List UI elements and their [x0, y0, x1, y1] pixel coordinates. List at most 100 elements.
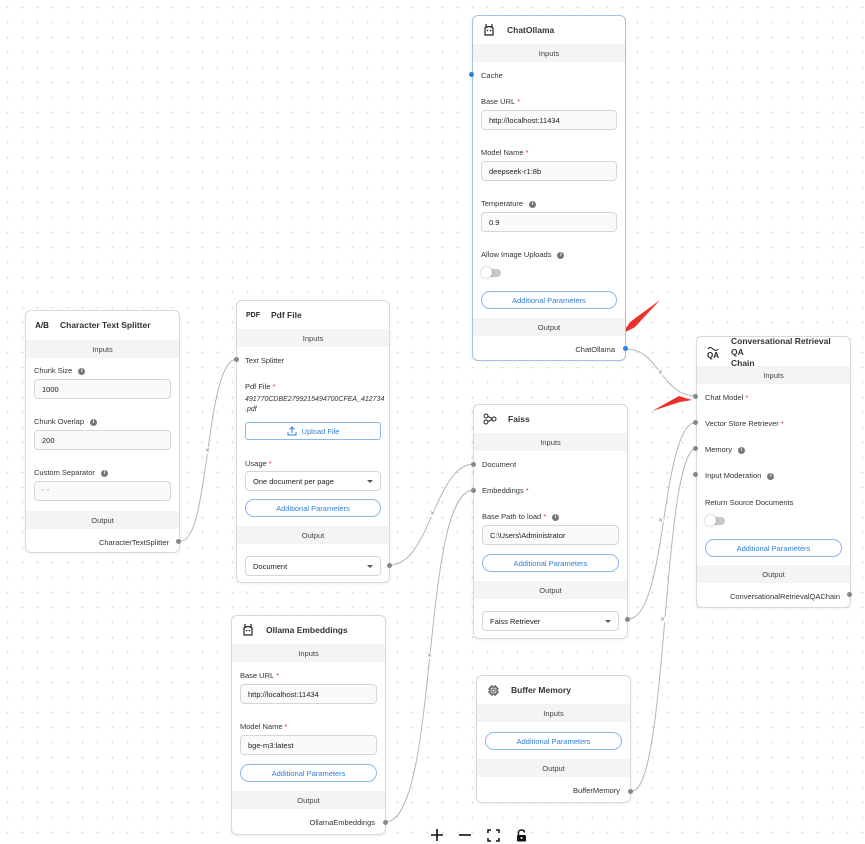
edge-delete-marker[interactable]: × [657, 369, 664, 376]
output-handle[interactable] [387, 563, 392, 568]
node-header[interactable]: Faiss [474, 405, 627, 433]
buffer-memory-node[interactable]: Buffer Memory Inputs Additional Paramete… [476, 675, 631, 803]
node-header[interactable]: Ollama Embeddings [232, 616, 385, 644]
additional-parameters-button[interactable]: Additional Parameters [705, 539, 842, 557]
output-band: Output [26, 511, 179, 529]
output-select[interactable]: Faiss Retriever [482, 611, 619, 631]
chevron-down-icon [367, 479, 373, 483]
temperature-input[interactable]: 0.9 [481, 212, 617, 232]
zoom-out-icon[interactable] [456, 826, 474, 844]
base-path-input[interactable]: C:\Users\Administrator [482, 525, 619, 545]
output-handle[interactable] [628, 789, 633, 794]
return-source-documents-toggle[interactable] [705, 515, 725, 526]
base-path-label: Base Path to load*i [482, 512, 560, 521]
zoom-in-icon[interactable] [428, 826, 446, 844]
toggle-knob [705, 515, 716, 526]
additional-parameters-button[interactable]: Additional Parameters [482, 554, 619, 572]
chunk-overlap-input[interactable]: 200 [34, 430, 171, 450]
edge-delete-marker[interactable]: × [659, 616, 666, 623]
node-header[interactable]: Buffer Memory [477, 676, 630, 704]
chip-icon [485, 682, 501, 698]
info-icon[interactable]: i [767, 472, 775, 480]
additional-parameters-button[interactable]: Additional Parameters [240, 764, 377, 782]
inputs-band: Inputs [697, 366, 850, 384]
output-handle[interactable] [623, 346, 628, 351]
arrow-to-chatollama-output [622, 300, 660, 334]
model-name-input[interactable]: bge-m3:latest [240, 735, 377, 755]
document-input-handle[interactable] [471, 462, 476, 467]
output-handle[interactable] [847, 592, 852, 597]
faiss-node[interactable]: Faiss Inputs Document Embeddings* Base P… [473, 404, 628, 639]
inputs-band: Inputs [232, 644, 385, 662]
edge-delete-marker[interactable]: × [429, 510, 436, 517]
memory-input-handle[interactable] [693, 446, 698, 451]
inputs-band: Inputs [237, 329, 389, 347]
upload-icon [287, 426, 297, 436]
info-icon[interactable]: i [78, 367, 86, 375]
additional-parameters-button[interactable]: Additional Parameters [481, 291, 617, 309]
info-icon[interactable]: i [557, 251, 565, 259]
info-icon[interactable]: i [552, 513, 560, 521]
ollama-embeddings-node[interactable]: Ollama Embeddings Inputs Base URL* http:… [231, 615, 386, 835]
output-handle[interactable] [383, 820, 388, 825]
info-icon[interactable]: i [100, 469, 108, 477]
edge-delete-marker[interactable]: × [426, 652, 433, 659]
output-handle[interactable] [625, 617, 630, 622]
cache-input-handle[interactable] [469, 72, 474, 77]
chat-model-input-handle[interactable] [693, 394, 698, 399]
output-name: CharacterTextSplitter [98, 538, 169, 547]
embeddings-input-label: Embeddings* [482, 486, 529, 495]
chunk-size-input[interactable]: 1000 [34, 379, 171, 399]
model-name-input[interactable]: deepseek-r1:8b [481, 161, 617, 181]
allow-image-uploads-toggle[interactable] [481, 267, 501, 278]
toggle-knob [481, 267, 492, 278]
usage-select[interactable]: One document per page [245, 471, 381, 491]
chevron-down-icon [367, 564, 373, 568]
embeddings-input-handle[interactable] [471, 488, 476, 493]
base-url-input[interactable]: http://localhost:11434 [240, 684, 377, 704]
edge-delete-marker[interactable]: × [204, 447, 211, 454]
pdf-file-name: 491770CDBE2799215494700CFEA_412734 .pdf [245, 396, 385, 413]
document-input-label: Document [482, 460, 517, 469]
inputs-band: Inputs [473, 44, 625, 62]
moderation-input-handle[interactable] [693, 472, 698, 477]
chevron-down-icon [605, 619, 611, 623]
input-handle[interactable] [234, 357, 239, 362]
additional-parameters-button[interactable]: Additional Parameters [245, 499, 381, 517]
canvas-controls [428, 826, 530, 844]
output-handle[interactable] [176, 539, 181, 544]
annotation-arrows [622, 300, 692, 411]
output-select[interactable]: Document [245, 556, 381, 576]
fit-view-icon[interactable] [484, 826, 502, 844]
info-icon[interactable]: i [90, 418, 98, 426]
base-url-input[interactable]: http://localhost:11434 [481, 110, 617, 130]
pdf-file-node[interactable]: PDF Pdf File Inputs Text Splitter Pdf Fi… [236, 300, 390, 583]
node-title: Ollama Embeddings [266, 624, 348, 635]
usage-value: One document per page [253, 476, 334, 486]
node-header[interactable]: PDF Pdf File [237, 301, 389, 329]
node-title: Pdf File [271, 309, 302, 320]
node-title: Character Text Splitter [60, 319, 151, 330]
lock-icon[interactable] [512, 826, 530, 844]
custom-separator-input[interactable]: " " [34, 481, 171, 501]
chat-ollama-node[interactable]: ChatOllama Inputs Cache Base URL* http:/… [472, 15, 626, 361]
info-icon[interactable]: i [738, 446, 746, 454]
node-header[interactable]: ChatOllama [473, 16, 625, 44]
output-band: Output [474, 581, 627, 599]
output-band: Output [477, 759, 630, 777]
vector-store-input-handle[interactable] [693, 420, 698, 425]
upload-file-button[interactable]: Upload File [245, 422, 381, 440]
upload-file-label: Upload File [301, 426, 340, 436]
info-icon[interactable]: i [529, 200, 537, 208]
edge-delete-marker[interactable]: × [657, 517, 664, 524]
pdf-icon: PDF [246, 311, 260, 319]
output-band: Output [473, 318, 625, 336]
node-header[interactable]: A/B Character Text Splitter [26, 311, 179, 339]
additional-parameters-button[interactable]: Additional Parameters [485, 732, 622, 750]
model-name-label: Model Name* [481, 148, 529, 157]
character-text-splitter-node[interactable]: A/B Character Text Splitter Inputs Chunk… [25, 310, 180, 553]
